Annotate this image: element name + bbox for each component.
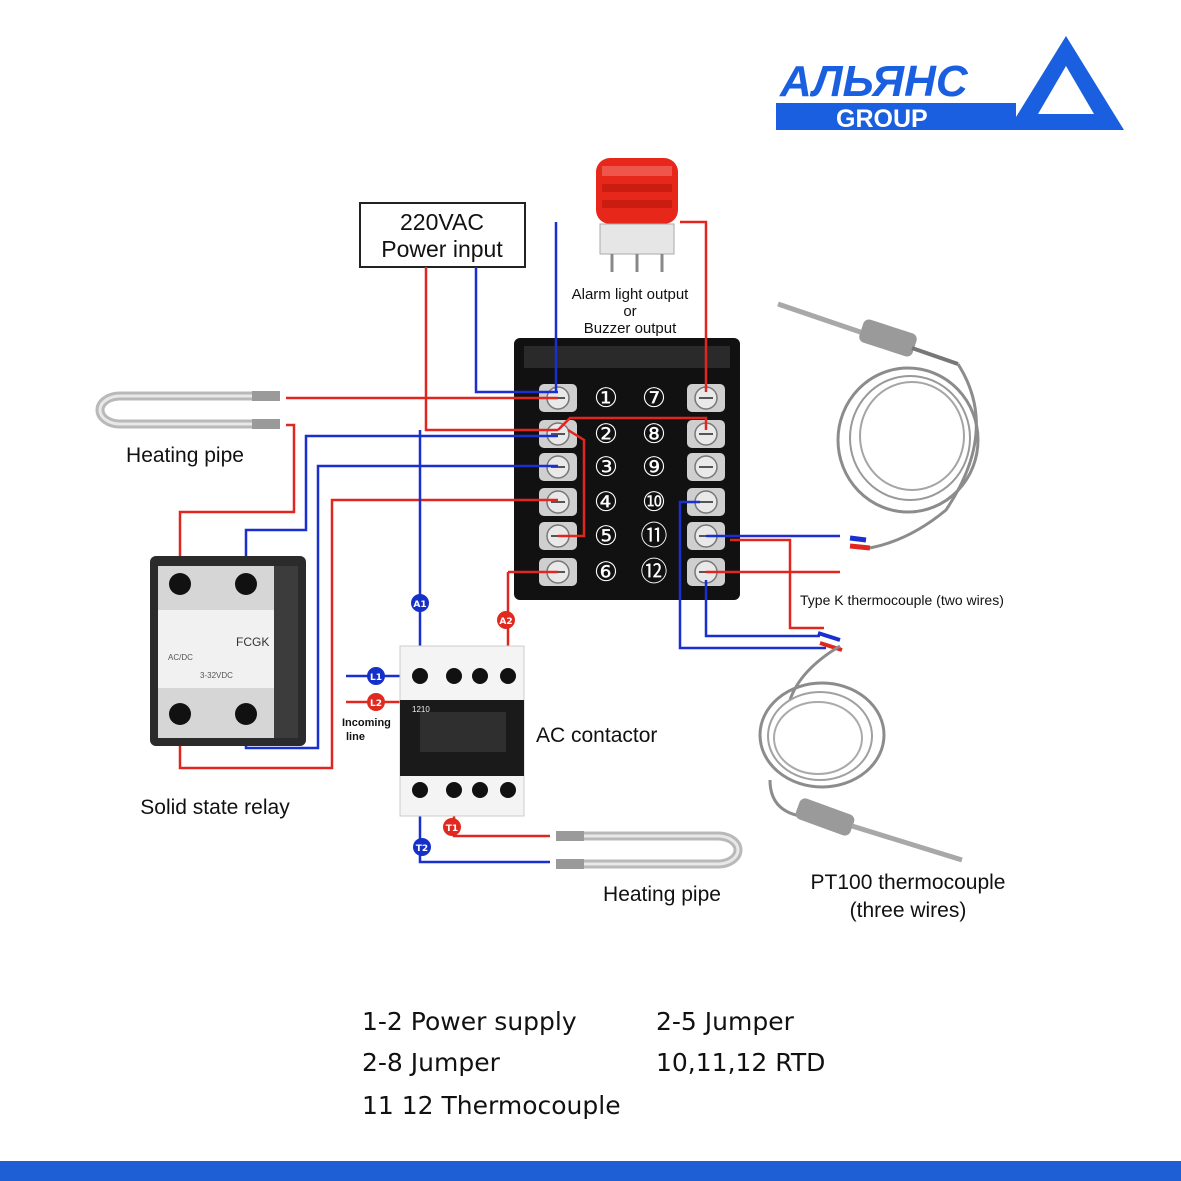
terminal-number-left-3: ③: [594, 452, 618, 483]
svg-text:A1: A1: [413, 600, 426, 610]
terminal-screw-right-1: [687, 384, 725, 412]
contactor-label: AC contactor: [536, 724, 657, 747]
terminal-screw-right-2: [687, 420, 725, 448]
terminal-screw-left-2: [539, 420, 577, 448]
legend-power-supply: 1-2 Power supply: [362, 1007, 577, 1036]
badges: A1 A2 L1 L2 T1 T2: [367, 594, 515, 856]
incoming-line-label1: Incoming: [342, 717, 391, 729]
contactor-model: 1210: [412, 705, 430, 714]
solid-state-relay: FCGK AC/DC 3-32VDC: [150, 556, 306, 746]
terminal-number-left-2: ②: [594, 419, 618, 450]
terminal-screw-right-4: [687, 488, 725, 516]
terminal-number-right-6: ⑫: [641, 557, 668, 588]
heating-pipe-top-label: Heating pipe: [126, 444, 244, 467]
legend-thermocouple: 11 12 Thermocouple: [362, 1091, 621, 1120]
terminal-number-left-4: ④: [594, 487, 618, 518]
heating-pipe-top: [95, 391, 280, 429]
terminal-number-right-2: ⑧: [642, 419, 666, 450]
logo: АЛЬЯНС GROUP: [776, 36, 1124, 133]
ssr-brand: FCGK: [236, 635, 269, 649]
terminal-screw-left-4: [539, 488, 577, 516]
badge-t1: T1: [443, 818, 461, 836]
legend-rtd: 10,11,12 RTD: [656, 1048, 826, 1077]
terminal-number-right-3: ⑨: [642, 452, 666, 483]
logo-sub: GROUP: [836, 105, 928, 133]
badge-t2: T2: [413, 838, 431, 856]
logo-brand: АЛЬЯНС: [779, 57, 969, 106]
svg-text:L2: L2: [370, 699, 382, 709]
logo-group-bar: [776, 103, 1016, 130]
ssr-label: Solid state relay: [140, 796, 290, 819]
heating-pipe-bottom: [556, 831, 743, 869]
power-input-line2: Power input: [381, 236, 503, 262]
power-input-box: 220VAC Power input: [359, 202, 526, 268]
terminal-number-right-5: ⑪: [641, 521, 668, 552]
ssr-voltage: 3-32VDC: [200, 671, 233, 680]
pt100-sensor: [758, 631, 963, 863]
alarm-label-line3: Buzzer output: [584, 320, 677, 337]
alarm-label-line2: or: [623, 303, 636, 320]
pt100-label-line2: (three wires): [850, 899, 967, 922]
badge-l2: L2: [367, 693, 385, 711]
alarm-light: [596, 158, 678, 272]
terminal-number-left-6: ⑥: [594, 557, 618, 588]
svg-text:A2: A2: [499, 617, 512, 627]
svg-text:T2: T2: [416, 844, 428, 854]
ac-contactor: 1210: [399, 645, 525, 817]
terminal-number-left-1: ①: [594, 383, 618, 414]
heating-pipe-bottom-label: Heating pipe: [603, 883, 721, 906]
type-k-thermocouple: [777, 301, 980, 551]
svg-text:L1: L1: [370, 673, 382, 683]
terminal-number-right-4: ⑩: [642, 487, 666, 518]
bottom-accent-bar: [0, 1161, 1181, 1181]
terminal-number-right-1: ⑦: [642, 383, 666, 414]
legend-jumper-2-8: 2-8 Jumper: [362, 1048, 500, 1077]
pt100-label-line1: PT100 thermocouple: [811, 871, 1006, 894]
terminal-number-left-5: ⑤: [594, 521, 618, 552]
alarm-label-line1: Alarm light output: [572, 286, 690, 303]
svg-text:T1: T1: [446, 824, 458, 834]
ssr-small: AC/DC: [168, 653, 193, 662]
incoming-line-label2: line: [346, 731, 365, 743]
badge-a2: A2: [497, 611, 515, 629]
legend: 1-2 Power supply 2-5 Jumper 2-8 Jumper 1…: [362, 1002, 922, 1132]
terminal-screw-right-3: [687, 453, 725, 481]
legend-jumper-2-5: 2-5 Jumper: [656, 1007, 794, 1036]
badge-a1: A1: [411, 594, 429, 612]
badge-l1: L1: [367, 667, 385, 685]
power-input-line1: 220VAC: [400, 209, 484, 235]
type-k-label: Type K thermocouple (two wires): [800, 592, 1004, 608]
